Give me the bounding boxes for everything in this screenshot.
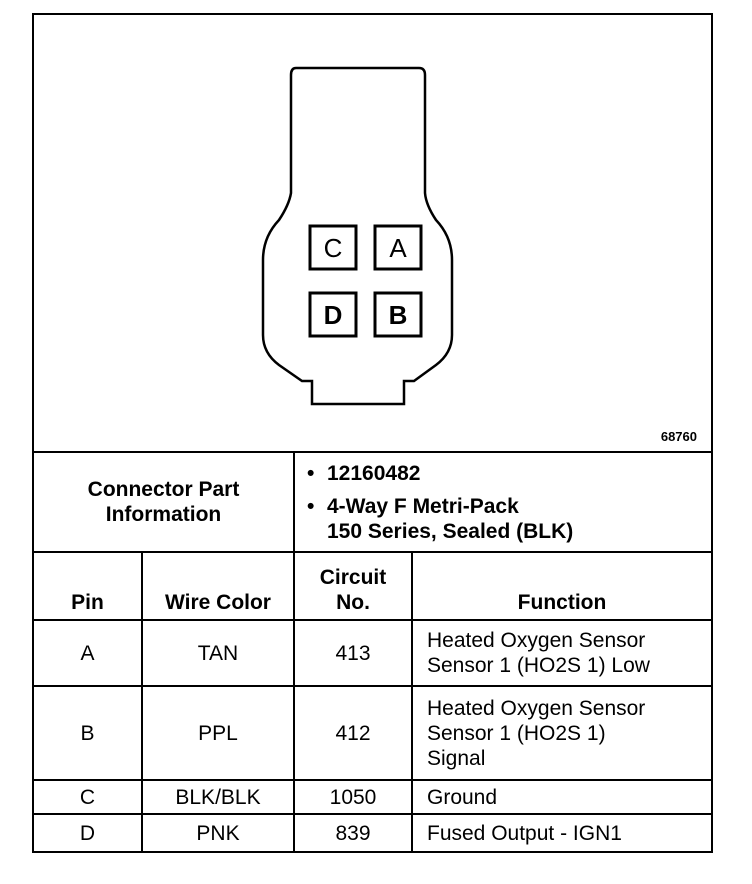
cavity-a (373, 224, 423, 271)
cavity-b (373, 291, 423, 338)
connector-face-drawing: C A D B (261, 66, 454, 406)
diagram-frame: C A D B 68760 Connector Part Information… (32, 13, 713, 853)
connector-diagram: C A D B 68760 (34, 15, 711, 451)
row-d-wire-color: PNK (141, 813, 295, 852)
figure-id: 68760 (660, 429, 697, 444)
row-b-function-line2: Sensor 1 (HO2S 1) (427, 721, 606, 745)
row-a-wire-color: TAN (141, 619, 295, 687)
part-number-item: • 12160482 (301, 461, 705, 486)
row-c-wire-color: BLK/BLK (141, 779, 295, 815)
part-number: 12160482 (327, 461, 421, 485)
bullet-icon: • (307, 461, 315, 485)
bullet-icon: • (307, 494, 315, 518)
cavity-label-d: D (324, 300, 343, 330)
table-row: A TAN 413 Heated Oxygen Sensor Sensor 1 … (34, 619, 711, 687)
row-a-function-line1: Heated Oxygen Sensor (427, 629, 646, 652)
part-description-item: • 4-Way F Metri-Pack 150 Series, Sealed … (301, 494, 705, 544)
cavity-label-c: C (324, 233, 343, 263)
row-a-circuit: 413 (293, 619, 413, 687)
header-function: Function (411, 551, 711, 621)
header-pin: Pin (34, 551, 143, 621)
header-circuit-line2: No. (336, 591, 370, 614)
row-c-function: Ground (411, 779, 711, 815)
part-info-label: Connector Part Information (34, 451, 295, 553)
connector-table: Connector Part Information • 12160482 • … (34, 451, 711, 852)
row-b-pin: B (34, 685, 143, 781)
cavity-label-a: A (389, 233, 407, 263)
header-wire-color: Wire Color (141, 551, 295, 621)
part-info-row: Connector Part Information • 12160482 • … (34, 451, 711, 553)
row-a-pin: A (34, 619, 143, 687)
table-row: B PPL 412 Heated Oxygen Sensor Sensor 1 … (34, 685, 711, 781)
part-description-line2: 150 Series, Sealed (BLK) (327, 519, 574, 543)
row-b-function-line1: Heated Oxygen Sensor (427, 696, 646, 720)
part-info-label-line2: Information (105, 503, 222, 526)
row-b-function-line3: Signal (427, 746, 486, 770)
cavity-d (308, 291, 358, 338)
row-b-wire-color: PPL (141, 685, 295, 781)
header-row: Pin Wire Color Circuit No. Function (34, 551, 711, 621)
row-c-pin: C (34, 779, 143, 815)
row-d-circuit: 839 (293, 813, 413, 852)
header-circuit: Circuit No. (293, 551, 413, 621)
header-circuit-line1: Circuit (319, 566, 387, 589)
row-b-circuit: 412 (293, 685, 413, 781)
row-c-circuit: 1050 (293, 779, 413, 815)
row-a-function-line2: Sensor 1 (HO2S 1) Low (427, 654, 650, 677)
part-info-label-line1: Connector Part (87, 478, 240, 501)
table-row: D PNK 839 Fused Output - IGN1 (34, 813, 711, 852)
part-description-line1: 4-Way F Metri-Pack (327, 494, 519, 518)
cavity-c (308, 224, 358, 271)
row-d-function: Fused Output - IGN1 (411, 813, 711, 852)
table-row: C BLK/BLK 1050 Ground (34, 779, 711, 815)
part-info-values: • 12160482 • 4-Way F Metri-Pack 150 Seri… (293, 451, 711, 553)
row-b-function: Heated Oxygen Sensor Sensor 1 (HO2S 1) S… (411, 685, 711, 781)
row-d-pin: D (34, 813, 143, 852)
connector-body (261, 66, 454, 406)
row-a-function: Heated Oxygen Sensor Sensor 1 (HO2S 1) L… (411, 619, 711, 687)
cavity-label-b: B (389, 300, 408, 330)
